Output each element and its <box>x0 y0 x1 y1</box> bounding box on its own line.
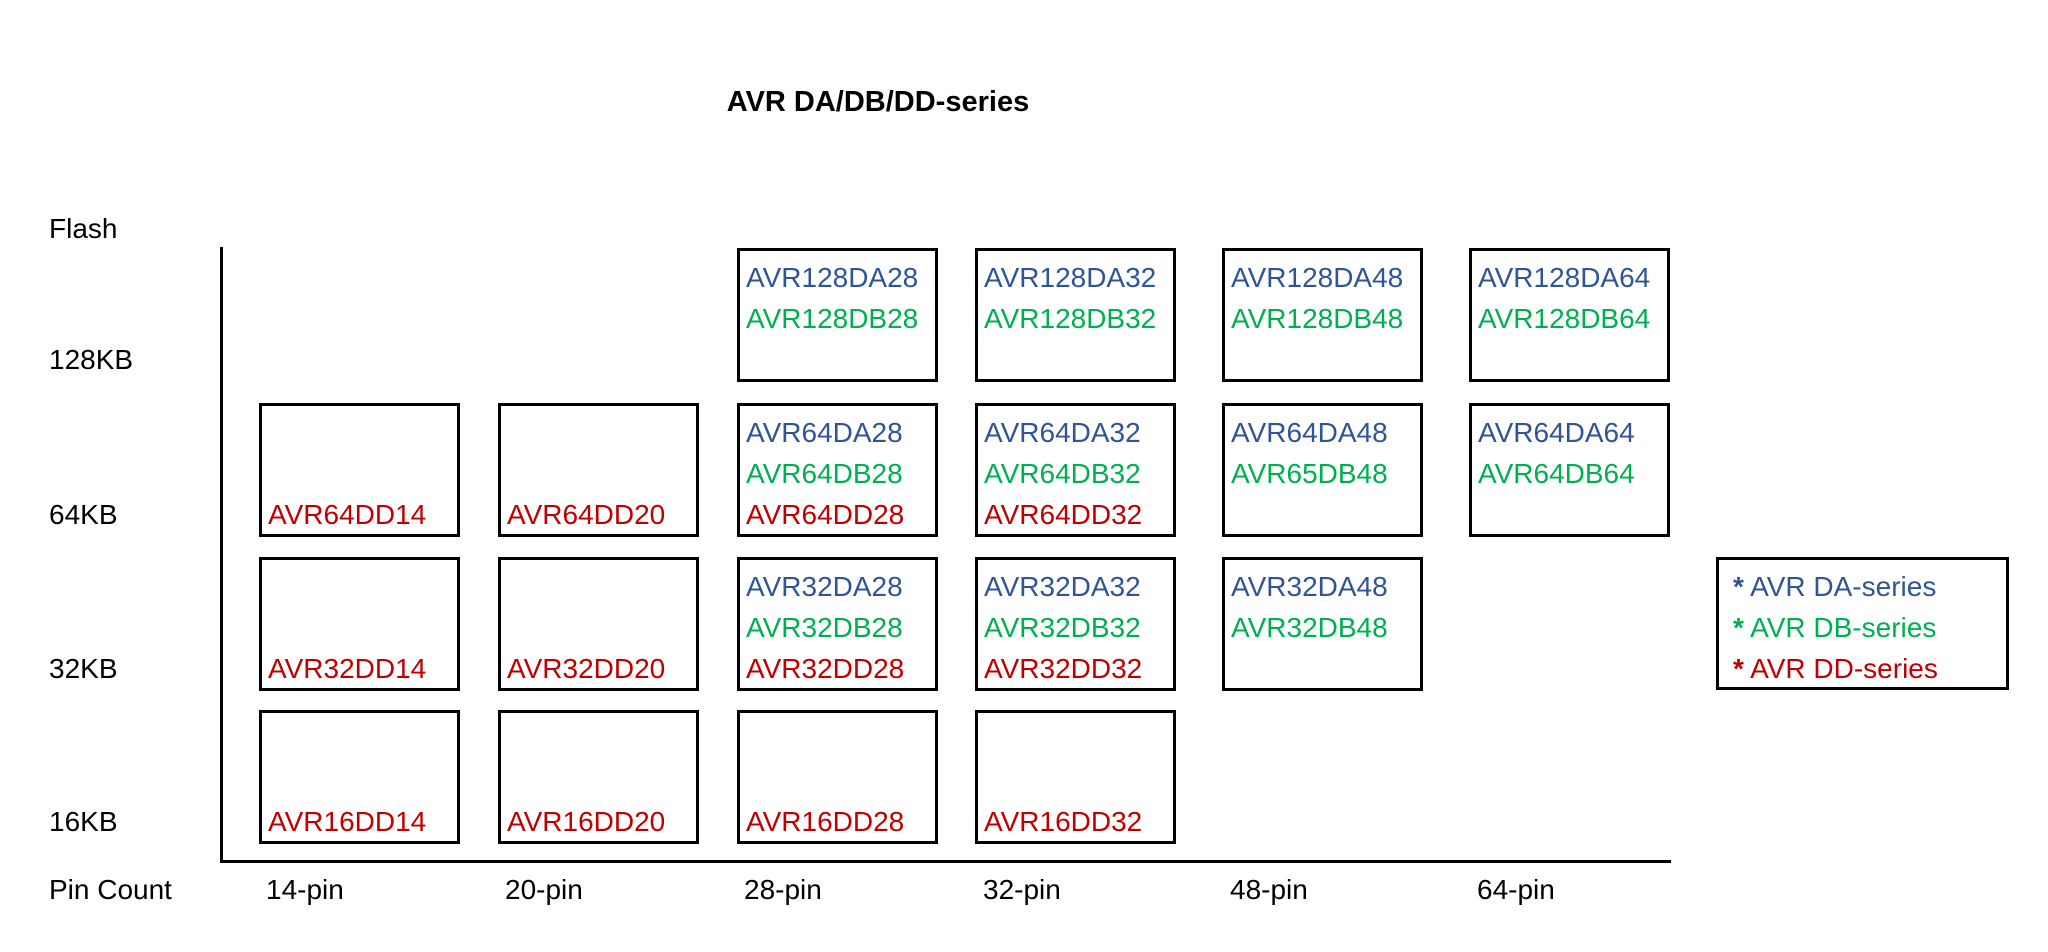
y-tick-64kb: 64KB <box>49 499 118 530</box>
device-cell-128kb-32pin: AVR128DA32 AVR128DB32 <box>975 248 1176 382</box>
y-tick-32kb: 32KB <box>49 653 118 684</box>
device-db: AVR32DB28 <box>746 612 903 643</box>
legend-marker-icon: * <box>1733 571 1744 602</box>
device-db: AVR64DB64 <box>1478 458 1635 489</box>
legend-marker-icon: * <box>1733 612 1744 643</box>
y-tick-16kb: 16KB <box>49 806 118 837</box>
device-cell-32kb-14pin: AVR32DD14 <box>259 557 460 691</box>
device-dd: AVR64DD28 <box>746 499 905 530</box>
legend-label: AVR DA-series <box>1750 571 1937 602</box>
device-da: AVR128DA48 <box>1231 262 1404 293</box>
device-cell-32kb-28pin: AVR32DA28 AVR32DB28 AVR32DD28 <box>737 557 938 691</box>
device-cell-16kb-32pin: AVR16DD32 <box>975 710 1176 844</box>
device-cell-128kb-48pin: AVR128DA48 AVR128DB48 <box>1222 248 1423 382</box>
chart-title: AVR DA/DB/DD-series <box>726 86 1030 118</box>
device-db: AVR64DB32 <box>984 458 1141 489</box>
device-cell-32kb-32pin: AVR32DA32 AVR32DB32 AVR32DD32 <box>975 557 1176 691</box>
device-cell-64kb-20pin: AVR64DD20 <box>498 403 699 537</box>
device-dd: AVR16DD20 <box>507 806 666 837</box>
device-dd: AVR32DD32 <box>984 653 1143 684</box>
device-cell-64kb-28pin: AVR64DA28 AVR64DB28 AVR64DD28 <box>737 403 938 537</box>
x-tick-64-pin: 64-pin <box>1477 874 1555 905</box>
x-tick-48-pin: 48-pin <box>1230 874 1308 905</box>
device-db: AVR32DB48 <box>1231 612 1388 643</box>
device-dd: AVR16DD32 <box>984 806 1143 837</box>
device-da: AVR32DA48 <box>1231 571 1388 602</box>
x-tick-20-pin: 20-pin <box>505 874 583 905</box>
legend-marker-icon: * <box>1733 653 1744 684</box>
device-da: AVR128DA32 <box>984 262 1157 293</box>
x-tick-32-pin: 32-pin <box>983 874 1061 905</box>
device-cell-16kb-20pin: AVR16DD20 <box>498 710 699 844</box>
device-da: AVR32DA32 <box>984 571 1141 602</box>
device-db: AVR128DB28 <box>746 303 919 334</box>
legend-label: AVR DD-series <box>1750 653 1938 684</box>
y-axis-label: Flash <box>49 213 118 244</box>
device-dd: AVR16DD28 <box>746 806 905 837</box>
legend-item-db: * AVR DB-series <box>1733 613 1936 643</box>
device-cell-128kb-64pin: AVR128DA64 AVR128DB64 <box>1469 248 1670 382</box>
device-da: AVR128DA64 <box>1478 262 1651 293</box>
x-tick-28-pin: 28-pin <box>744 874 822 905</box>
legend-item-da: * AVR DA-series <box>1733 572 1936 602</box>
device-cell-16kb-14pin: AVR16DD14 <box>259 710 460 844</box>
device-dd: AVR32DD14 <box>268 653 427 684</box>
device-da: AVR128DA28 <box>746 262 919 293</box>
device-dd: AVR32DD20 <box>507 653 666 684</box>
y-tick-128kb: 128KB <box>49 344 134 375</box>
device-da: AVR64DA32 <box>984 417 1141 448</box>
device-cell-64kb-14pin: AVR64DD14 <box>259 403 460 537</box>
x-axis-line <box>220 860 1671 863</box>
device-cell-32kb-20pin: AVR32DD20 <box>498 557 699 691</box>
device-cell-64kb-64pin: AVR64DA64 AVR64DB64 <box>1469 403 1670 537</box>
legend-item-dd: * AVR DD-series <box>1733 654 1938 684</box>
device-da: AVR64DA28 <box>746 417 903 448</box>
device-db: AVR64DB28 <box>746 458 903 489</box>
device-dd: AVR64DD14 <box>268 499 427 530</box>
device-da: AVR32DA28 <box>746 571 903 602</box>
device-da: AVR64DA64 <box>1478 417 1635 448</box>
device-cell-128kb-28pin: AVR128DA28 AVR128DB28 <box>737 248 938 382</box>
x-tick-14-pin: 14-pin <box>266 874 344 905</box>
device-dd: AVR32DD28 <box>746 653 905 684</box>
device-db: AVR128DB48 <box>1231 303 1404 334</box>
device-db: AVR128DB32 <box>984 303 1157 334</box>
legend: * AVR DA-series * AVR DB-series * AVR DD… <box>1716 557 2009 690</box>
legend-label: AVR DB-series <box>1750 612 1937 643</box>
device-cell-16kb-28pin: AVR16DD28 <box>737 710 938 844</box>
y-axis-line <box>220 247 223 863</box>
device-dd: AVR64DD32 <box>984 499 1143 530</box>
x-axis-label: Pin Count <box>49 874 172 905</box>
device-db: AVR32DB32 <box>984 612 1141 643</box>
device-dd: AVR64DD20 <box>507 499 666 530</box>
device-db: AVR128DB64 <box>1478 303 1651 334</box>
device-dd: AVR16DD14 <box>268 806 427 837</box>
device-db: AVR65DB48 <box>1231 458 1388 489</box>
device-cell-64kb-32pin: AVR64DA32 AVR64DB32 AVR64DD32 <box>975 403 1176 537</box>
device-da: AVR64DA48 <box>1231 417 1388 448</box>
device-cell-32kb-48pin: AVR32DA48 AVR32DB48 <box>1222 557 1423 691</box>
device-cell-64kb-48pin: AVR64DA48 AVR65DB48 <box>1222 403 1423 537</box>
